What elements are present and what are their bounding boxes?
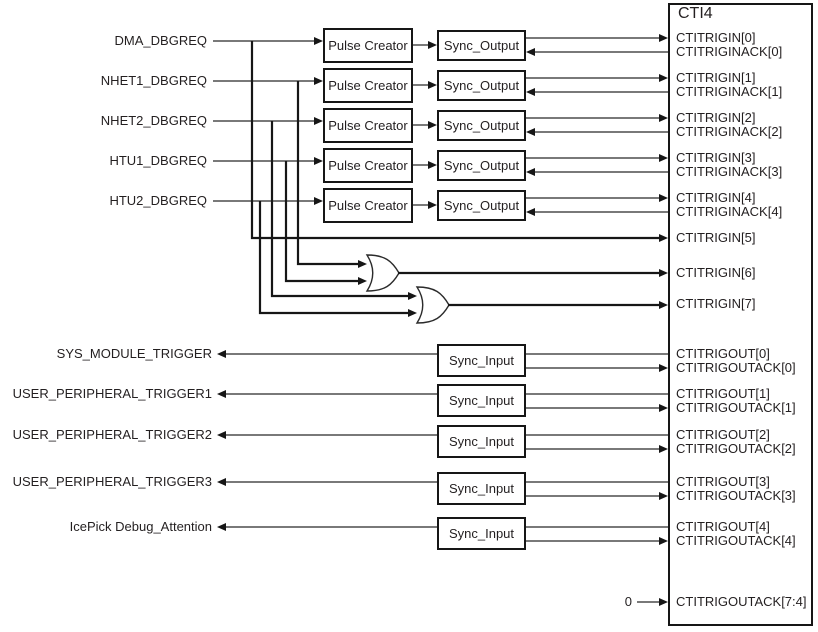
output-row-wires-2 [217, 431, 668, 453]
tied-low-wire [637, 598, 668, 606]
input-row-wires-0 [213, 34, 668, 56]
tap-htu2-to-or2 [258, 201, 417, 317]
output-row-wires-4 [217, 523, 668, 545]
pulse-creator-label: Pulse Creator [328, 158, 408, 173]
sync-output-block-0: Sync_Output [437, 30, 526, 61]
signal-label-nhet1-dbgreq: NHET1_DBGREQ [100, 73, 207, 88]
port-ctitrigin-4: CTITRIGIN[4] [676, 190, 756, 205]
port-ctitrigoutack-7-4: CTITRIGOUTACK[7:4] [676, 594, 807, 609]
port-ctitrigin-0: CTITRIGIN[0] [676, 30, 756, 45]
signal-label-icepick-debug-attention: IcePick Debug_Attention [69, 519, 212, 534]
port-ctitrigin-2: CTITRIGIN[2] [676, 110, 756, 125]
sync-output-label: Sync_Output [443, 158, 520, 173]
port-ctitrigout-0: CTITRIGOUT[0] [676, 346, 770, 361]
input-row-wires-2 [213, 114, 668, 136]
port-ctitrigin-5: CTITRIGIN[5] [676, 230, 756, 245]
sync-input-label: Sync_Input [448, 526, 515, 541]
signal-label-user-peripheral-trigger1: USER_PERIPHERAL_TRIGGER1 [12, 386, 212, 401]
sync-output-label: Sync_Output [443, 78, 520, 93]
port-ctitrigout-3: CTITRIGOUT[3] [676, 474, 770, 489]
pulse-creator-block-4: Pulse Creator [323, 188, 413, 223]
port-ctitrigin-6: CTITRIGIN[6] [676, 265, 756, 280]
cti4-box [668, 3, 813, 626]
tap-nhet1-to-or1 [296, 81, 367, 268]
or-gate-1 [365, 254, 668, 292]
port-ctitriginack-0: CTITRIGINACK[0] [676, 44, 783, 59]
port-ctitrigout-1: CTITRIGOUT[1] [676, 386, 770, 401]
signal-label-nhet2-dbgreq: NHET2_DBGREQ [100, 113, 207, 128]
output-row-wires-3 [217, 478, 668, 500]
port-ctitrigoutack-0: CTITRIGOUTACK[0] [676, 360, 796, 375]
output-row-wires-0 [217, 350, 668, 372]
sync-output-label: Sync_Output [443, 198, 520, 213]
sync-output-block-3: Sync_Output [437, 150, 526, 181]
signal-label-dma-dbgreq: DMA_DBGREQ [114, 33, 207, 48]
pulse-creator-label: Pulse Creator [328, 118, 408, 133]
sync-output-label: Sync_Output [443, 38, 520, 53]
sync-input-block-1: Sync_Input [437, 384, 526, 417]
pulse-creator-block-1: Pulse Creator [323, 68, 413, 103]
port-ctitrigoutack-4: CTITRIGOUTACK[4] [676, 533, 796, 548]
signal-label-user-peripheral-trigger3: USER_PERIPHERAL_TRIGGER3 [12, 474, 212, 489]
sync-input-block-0: Sync_Input [437, 344, 526, 377]
port-ctitrigin-1: CTITRIGIN[1] [676, 70, 756, 85]
sync-output-label: Sync_Output [443, 118, 520, 133]
sync-input-block-4: Sync_Input [437, 517, 526, 550]
signal-label-sys-module-trigger: SYS_MODULE_TRIGGER [56, 346, 212, 361]
sync-input-label: Sync_Input [448, 481, 515, 496]
tap-nhet2-to-or2 [270, 121, 417, 300]
sync-input-block-3: Sync_Input [437, 472, 526, 505]
tap-dma-to-ctitrigin5 [250, 41, 668, 242]
port-ctitriginack-2: CTITRIGINACK[2] [676, 124, 783, 139]
pulse-creator-label: Pulse Creator [328, 198, 408, 213]
sync-input-label: Sync_Input [448, 393, 515, 408]
port-ctitrigoutack-2: CTITRIGOUTACK[2] [676, 441, 796, 456]
signal-label-htu1-dbgreq: HTU1_DBGREQ [109, 153, 207, 168]
port-ctitrigout-4: CTITRIGOUT[4] [676, 519, 770, 534]
signal-label-user-peripheral-trigger2: USER_PERIPHERAL_TRIGGER2 [12, 427, 212, 442]
pulse-creator-label: Pulse Creator [328, 38, 408, 53]
tap-htu1-to-or1 [284, 161, 367, 285]
cti4-title: CTI4 [678, 5, 713, 22]
sync-output-block-4: Sync_Output [437, 190, 526, 221]
sync-output-block-2: Sync_Output [437, 110, 526, 141]
pulse-creator-label: Pulse Creator [328, 78, 408, 93]
port-ctitrigin-3: CTITRIGIN[3] [676, 150, 756, 165]
port-ctitrigoutack-3: CTITRIGOUTACK[3] [676, 488, 796, 503]
pulse-creator-block-2: Pulse Creator [323, 108, 413, 143]
output-row-wires-1 [217, 390, 668, 412]
pulse-creator-block-3: Pulse Creator [323, 148, 413, 183]
or-gate-2 [415, 286, 668, 324]
port-ctitriginack-4: CTITRIGINACK[4] [676, 204, 783, 219]
port-ctitrigin-7: CTITRIGIN[7] [676, 296, 756, 311]
port-ctitrigout-2: CTITRIGOUT[2] [676, 427, 770, 442]
port-ctitrigoutack-1: CTITRIGOUTACK[1] [676, 400, 796, 415]
port-ctitriginack-3: CTITRIGINACK[3] [676, 164, 783, 179]
tied-low-value: 0 [624, 594, 632, 609]
pulse-creator-block-0: Pulse Creator [323, 28, 413, 63]
sync-input-block-2: Sync_Input [437, 425, 526, 458]
sync-input-label: Sync_Input [448, 353, 515, 368]
signal-label-htu2-dbgreq: HTU2_DBGREQ [109, 193, 207, 208]
sync-output-block-1: Sync_Output [437, 70, 526, 101]
port-ctitriginack-1: CTITRIGINACK[1] [676, 84, 783, 99]
sync-input-label: Sync_Input [448, 434, 515, 449]
